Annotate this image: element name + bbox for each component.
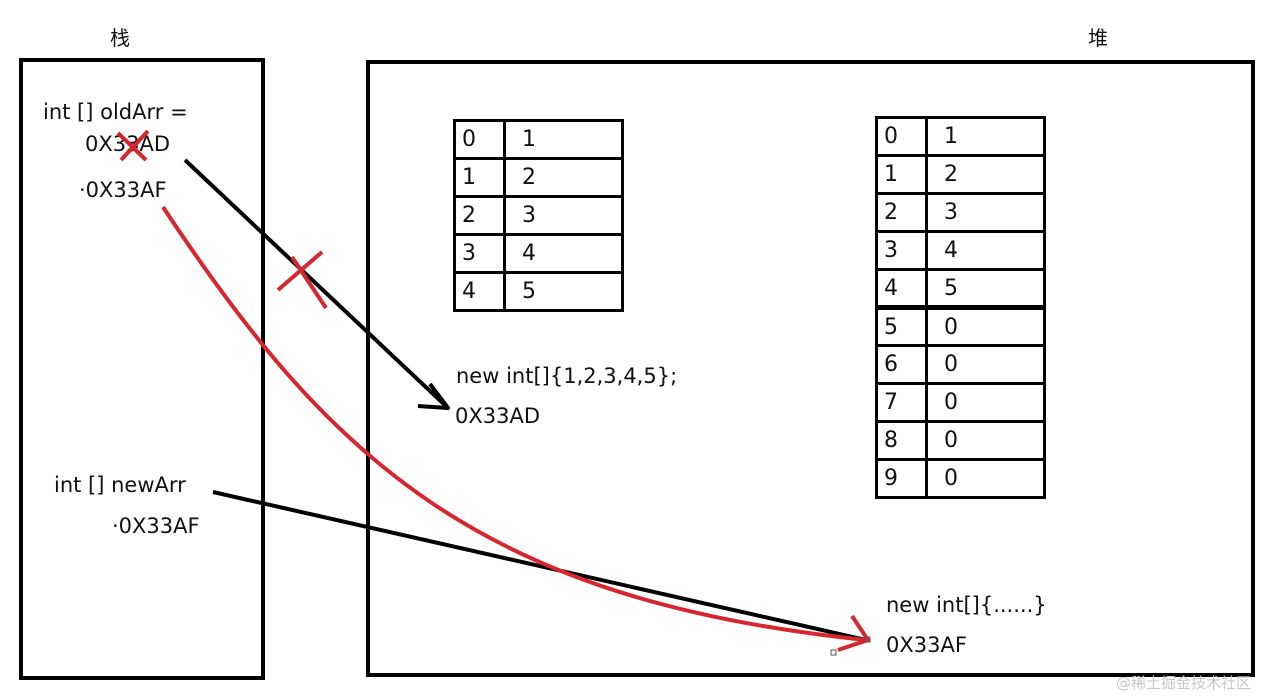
array-value: 0	[925, 344, 1046, 385]
array-value: 3	[503, 195, 624, 236]
array-index: 8	[875, 420, 928, 461]
stack-box	[19, 58, 265, 680]
heap-title: 堆	[1088, 26, 1108, 50]
old-reference-arrowhead	[417, 382, 450, 410]
array-index: 6	[875, 344, 928, 385]
reassigned-reference-arrow	[161, 205, 867, 642]
array-index: 4	[453, 271, 506, 312]
array-value: 1	[503, 119, 624, 160]
array-index: 4	[875, 268, 928, 309]
array-value: 0	[925, 458, 1046, 499]
cross-mark-icon	[116, 129, 150, 162]
array-value: 0	[925, 382, 1046, 423]
array-index: 1	[453, 157, 506, 198]
old-arr-new-address: ·0X33AF	[79, 178, 167, 202]
array-index: 9	[875, 458, 928, 499]
new-reference-arrow	[212, 490, 867, 642]
array-value: 0	[925, 420, 1046, 461]
array-value: 2	[925, 154, 1046, 195]
array-value: 2	[503, 157, 624, 198]
handle-marker	[864, 636, 871, 643]
array-index: 3	[453, 233, 506, 274]
array-index: 5	[875, 306, 928, 347]
array-index: 7	[875, 382, 928, 423]
handle-marker	[830, 649, 837, 656]
new-array-expression: new int[]{......}	[886, 593, 1047, 617]
heap-box	[366, 60, 1255, 677]
array-index: 1	[875, 154, 928, 195]
old-array-expression: new int[]{1,2,3,4,5};	[456, 364, 678, 388]
array-value: 3	[925, 192, 1046, 233]
array-index: 0	[453, 119, 506, 160]
array-value: 4	[503, 233, 624, 274]
array-value: 5	[925, 268, 1046, 309]
new-array-address: 0X33AF	[886, 633, 967, 657]
array-index: 0	[875, 116, 928, 157]
old-reference-arrow	[183, 158, 450, 410]
new-arr-declaration: int [] newArr	[54, 473, 186, 497]
new-arr-address: ·0X33AF	[112, 514, 200, 538]
array-index: 2	[875, 192, 928, 233]
array-value: 5	[503, 271, 624, 312]
watermark: @稀土掘金技术社区	[1116, 674, 1252, 692]
old-array-address: 0X33AD	[455, 404, 541, 428]
reassigned-reference-arrowhead	[837, 614, 870, 652]
array-index: 2	[453, 195, 506, 236]
array-value: 1	[925, 116, 1046, 157]
array-value: 0	[925, 306, 1046, 347]
cross-mark-icon	[276, 250, 328, 310]
old-arr-declaration: int [] oldArr =	[43, 100, 188, 124]
array-value: 4	[925, 230, 1046, 271]
array-index: 3	[875, 230, 928, 271]
stack-title: 栈	[110, 26, 130, 50]
